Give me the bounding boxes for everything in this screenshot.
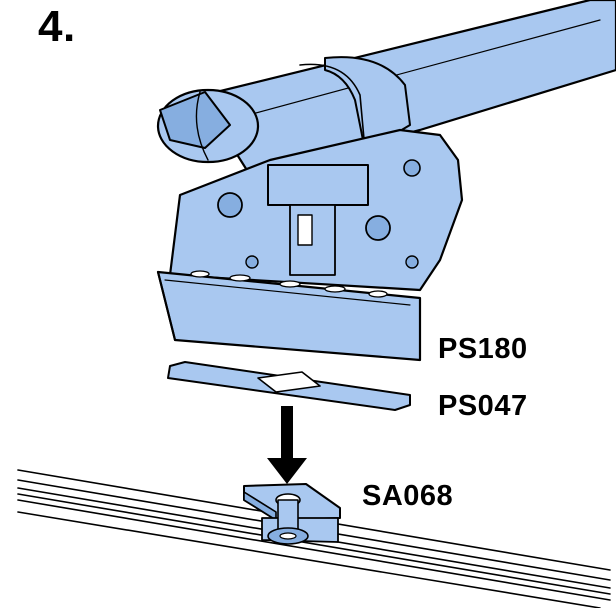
part-label-ps180: PS180 xyxy=(438,333,528,365)
down-arrow-icon xyxy=(267,406,307,484)
foot-ps180 xyxy=(156,128,464,362)
part-label-ps047: PS047 xyxy=(438,390,528,422)
pad-ps047 xyxy=(167,361,411,411)
slide-anchor-sa068 xyxy=(243,483,341,545)
crossbar xyxy=(156,0,616,177)
part-label-sa068: SA068 xyxy=(362,480,454,512)
step-number: 4. xyxy=(38,2,76,51)
